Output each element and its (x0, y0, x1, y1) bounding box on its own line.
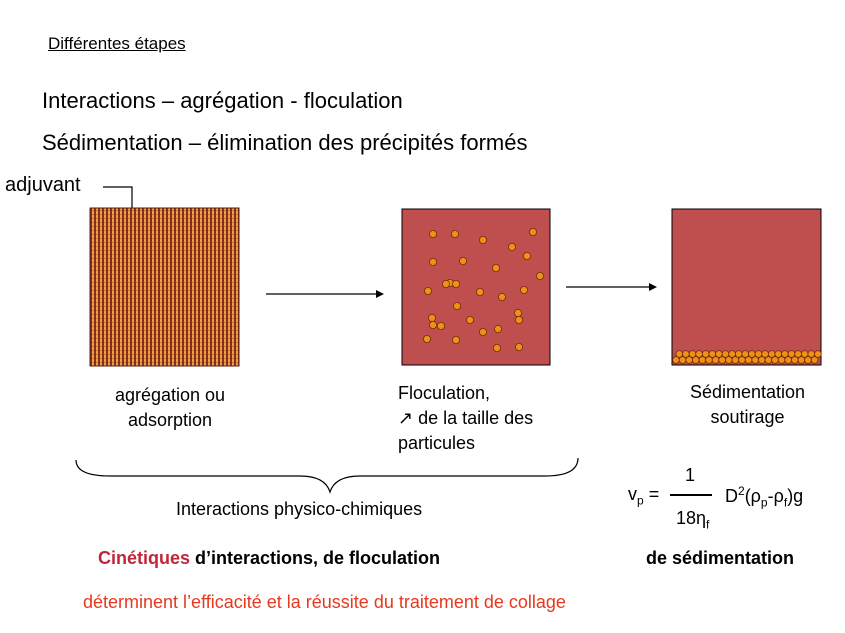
sediment-particle (794, 350, 802, 358)
formula-d-sup: 2 (738, 484, 745, 498)
particle (441, 279, 450, 288)
kinetics-red-word: Cinétiques (98, 548, 191, 568)
brace-label: Interactions physico-chimiques (176, 499, 423, 519)
particle (427, 313, 436, 322)
sediment-particle (787, 350, 796, 358)
formula-v-sub: p (637, 493, 644, 508)
formula-d: D (725, 486, 738, 506)
sediment-particle (761, 350, 769, 358)
formula-close: )g (787, 486, 804, 506)
formula-den-sub: f (706, 517, 710, 532)
sediment-particle (728, 350, 736, 358)
particle (497, 292, 506, 301)
caption-line: Sédimentation (689, 382, 806, 402)
particle (493, 324, 502, 333)
grouping-brace (75, 457, 579, 495)
sediment-particle (774, 350, 783, 358)
particle (452, 301, 461, 310)
sediment-particle (701, 350, 710, 358)
sediment-particle (814, 350, 822, 358)
particle (423, 286, 432, 295)
sediment-particle (695, 350, 703, 358)
formula-rhs: D2(ρp-ρf)g (725, 484, 803, 510)
caption-line: particules (398, 433, 476, 453)
particle (478, 235, 487, 244)
caption-aggregation: agrégation ou adsorption (85, 383, 255, 433)
sediment-particle (748, 350, 756, 358)
sediment-particle (721, 350, 730, 358)
particle (523, 251, 532, 260)
particle (520, 285, 529, 294)
caption-line: adsorption (127, 410, 213, 430)
particle (451, 335, 460, 344)
formula-equals: = (648, 484, 660, 504)
kinetics-rest: d’interactions, de floculation (190, 548, 441, 568)
caption-line: ↗ de la taille des (398, 408, 534, 428)
particles-group (422, 227, 545, 352)
particle (451, 279, 460, 288)
particle (428, 257, 437, 266)
caption-line: agrégation ou (114, 385, 226, 405)
aggregation-box (89, 207, 240, 367)
sediment-particle (675, 350, 684, 358)
arrow-1-head (376, 290, 384, 298)
particle (514, 308, 523, 317)
particle (428, 229, 437, 238)
formula-open: (ρ (744, 486, 761, 506)
particle (515, 342, 524, 351)
kinetics-sedimentation: de sédimentation (646, 548, 795, 568)
particle (492, 343, 501, 352)
particle (475, 287, 484, 296)
sediment-particle (734, 350, 743, 358)
sediment-particle (807, 350, 816, 358)
formula-rho-f-sub: f (783, 495, 788, 510)
sediment-particle (688, 350, 697, 358)
conclusion-text: déterminent l’efficacité et la réussite … (83, 592, 566, 612)
caption-line: soutirage (710, 407, 785, 427)
particle (515, 315, 524, 324)
sediment-particle (682, 350, 690, 358)
formula-minus: -ρ (767, 486, 784, 506)
formula-rho-p-sub: p (760, 495, 768, 510)
sediment-particle (708, 350, 717, 358)
sediment-particle (810, 356, 819, 364)
particle (465, 315, 474, 324)
formula-numerator: 1 (685, 465, 696, 485)
sediment-particle (800, 350, 809, 358)
particle (491, 263, 500, 272)
step-line-sedimentation: Sédimentation – élimination des précipit… (42, 130, 528, 155)
kinetics-line: Cinétiques d’interactions, de floculatio… (98, 548, 440, 569)
particle (529, 227, 538, 236)
particle (436, 321, 445, 330)
formula-v: v (628, 484, 637, 504)
formula-den-text: 18η (676, 508, 707, 528)
particle (507, 242, 516, 251)
caption-sedimentation: Sédimentation soutirage (660, 380, 835, 430)
formula-denominator: 18ηf (676, 508, 709, 532)
caption-flocculation: Floculation, ↗ de la taille des particul… (398, 381, 533, 456)
particle (428, 320, 437, 329)
step-line-interactions: Interactions – agrégation - floculation (42, 88, 403, 113)
sedimentation-box (671, 208, 822, 366)
arrow-2-head (649, 283, 657, 291)
particle (478, 327, 487, 336)
sediment-particle (767, 350, 776, 358)
section-heading: Différentes étapes (48, 34, 186, 53)
adjuvant-label: adjuvant (5, 174, 81, 196)
sediment-particle (781, 350, 789, 358)
sediment-particle (754, 350, 763, 358)
sediment-particle (715, 350, 723, 358)
caption-line: Floculation, (398, 383, 491, 403)
particle (536, 271, 545, 280)
particle (450, 229, 459, 238)
formula-fraction-bar (670, 494, 712, 496)
particle (422, 334, 431, 343)
sediment-layer (672, 350, 822, 364)
particle (458, 256, 467, 265)
sediment-particle (741, 350, 750, 358)
formula-lhs: vp = (628, 484, 659, 508)
